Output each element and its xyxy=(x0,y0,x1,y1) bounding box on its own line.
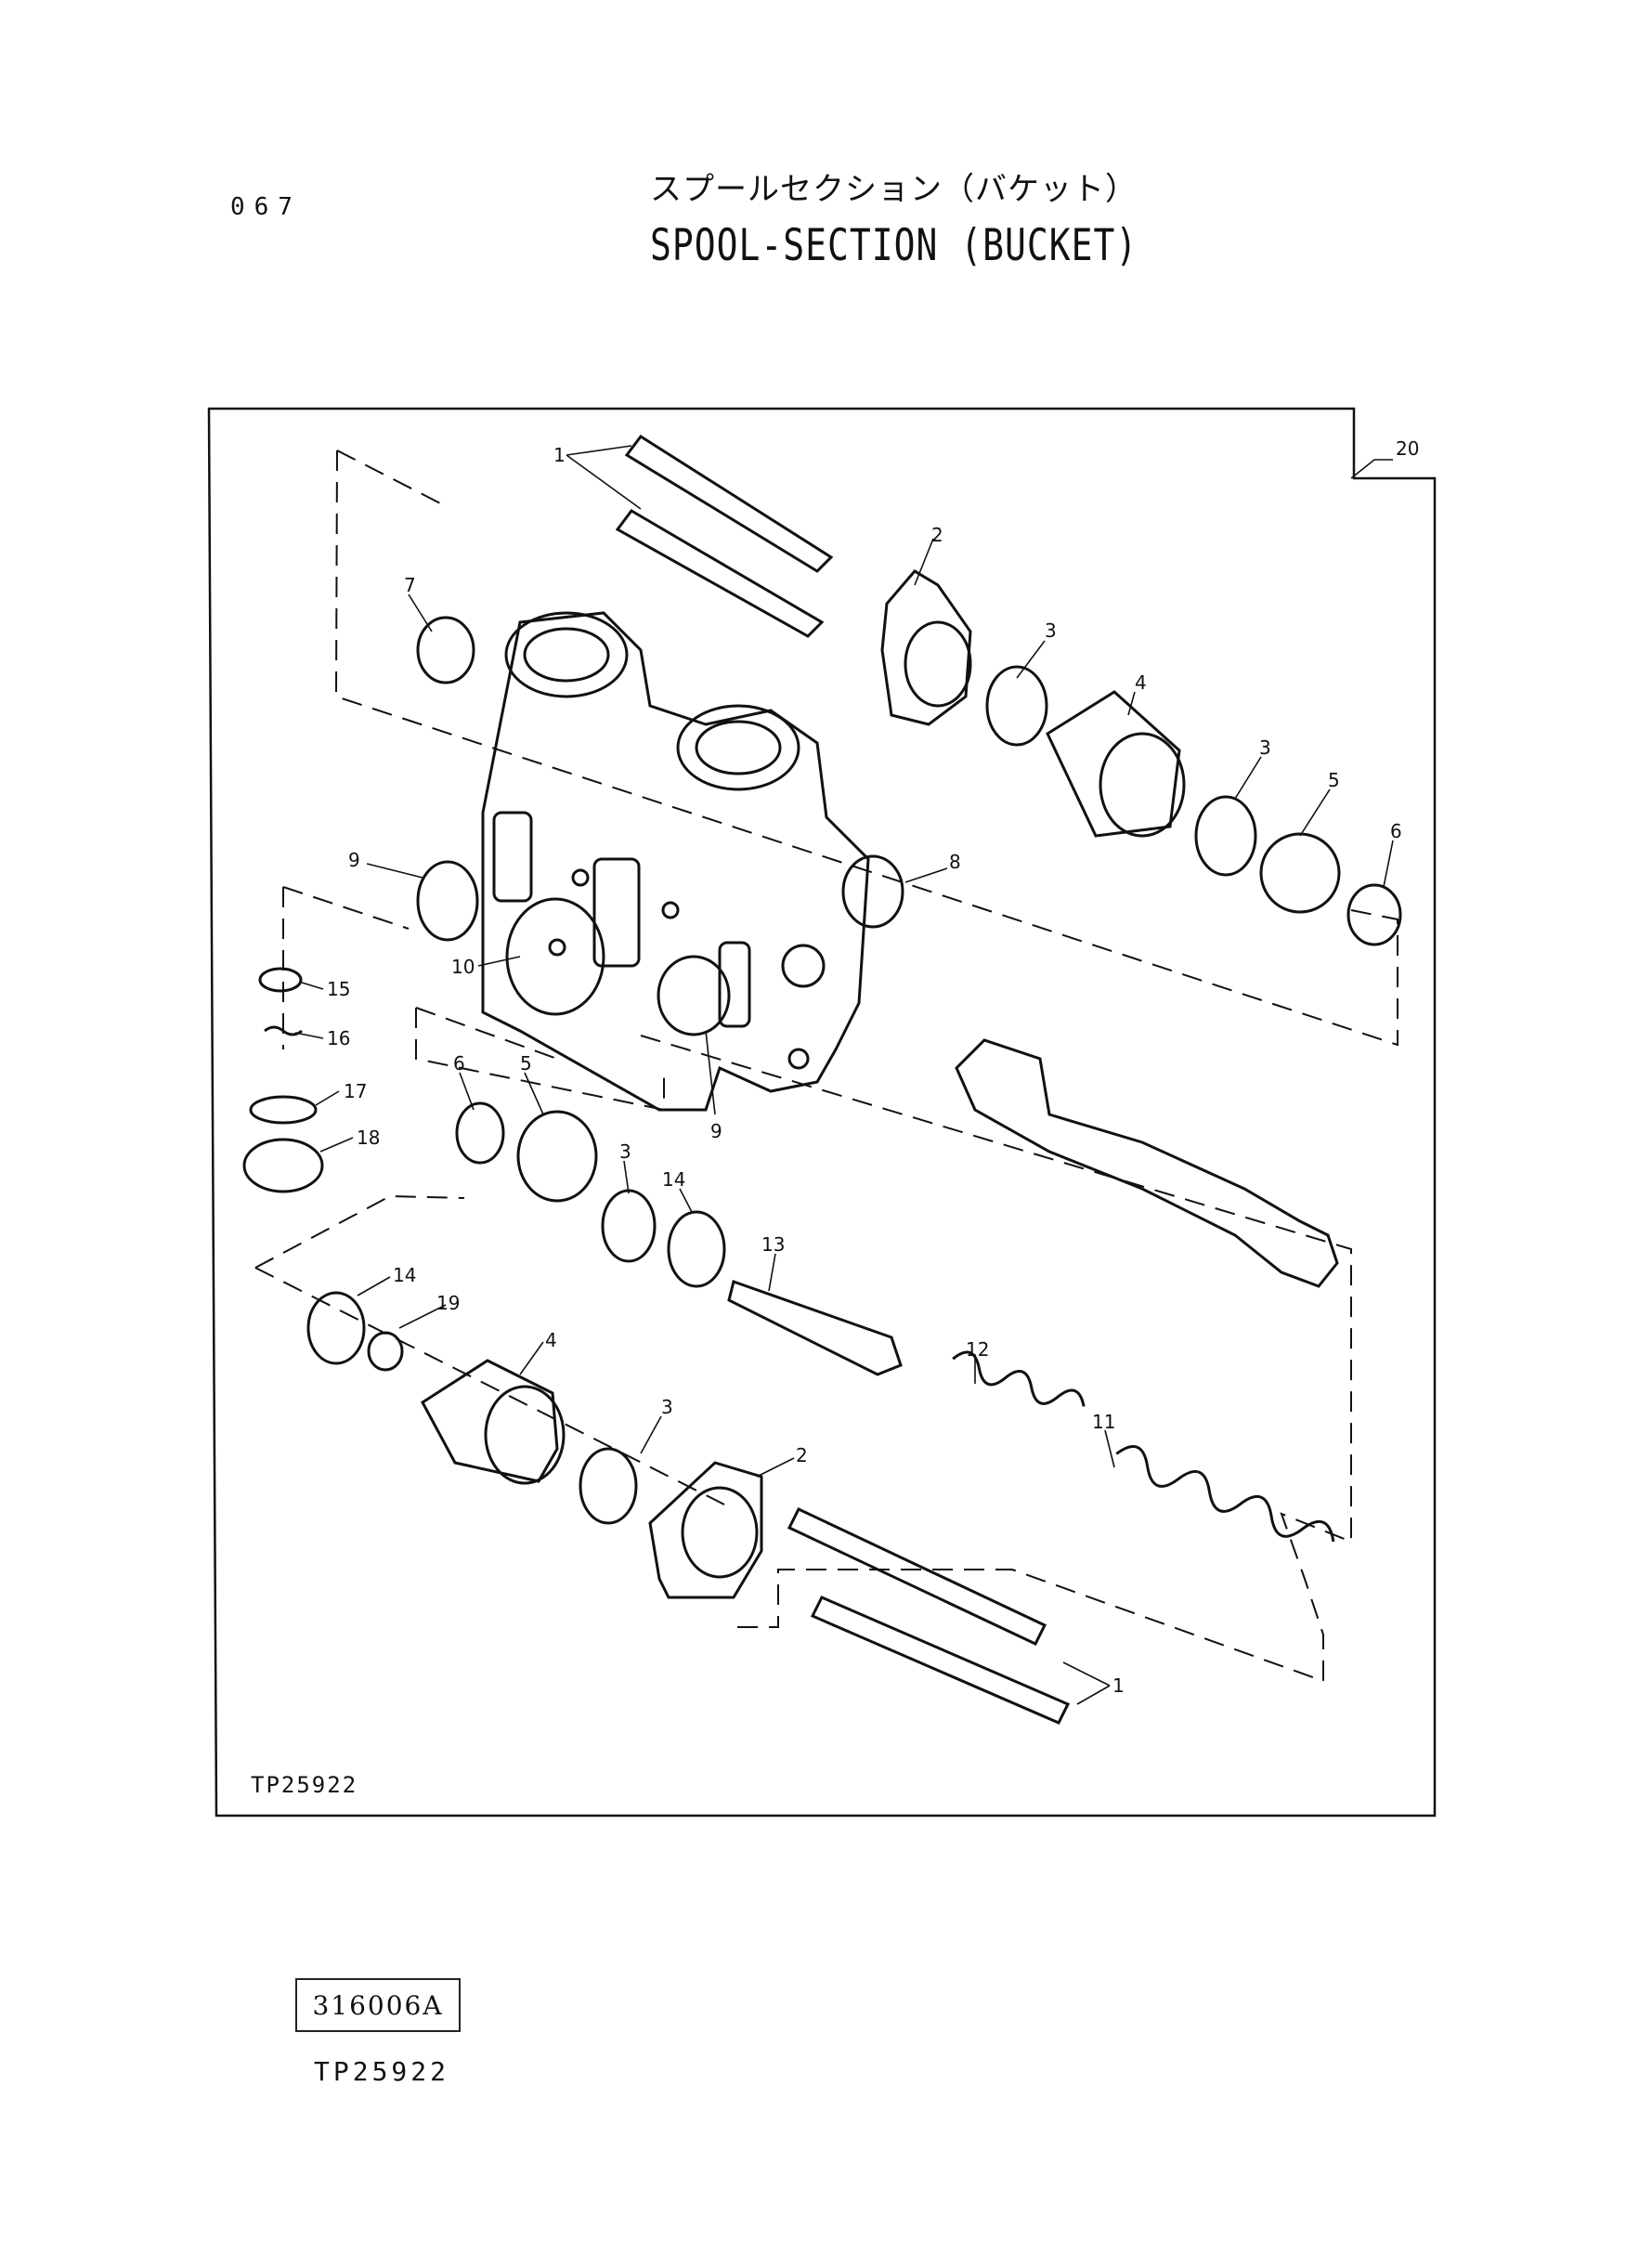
cap-2-upper xyxy=(880,569,972,726)
spring-16 xyxy=(264,1025,303,1036)
page-number: 067 xyxy=(230,193,302,221)
o-ring-17 xyxy=(249,1095,318,1125)
title-japanese: スプールセクション（バケット） xyxy=(650,171,1138,208)
washer-14b xyxy=(306,1291,366,1365)
cap-2-lower xyxy=(648,1461,763,1599)
callout-11: 11 xyxy=(1092,1411,1115,1433)
nut-19 xyxy=(367,1331,404,1372)
diagram-border xyxy=(207,407,1437,1818)
spring-11 xyxy=(1115,1444,1335,1543)
bolt-1d xyxy=(810,1596,1071,1725)
dashed-group-upper xyxy=(334,449,1398,1047)
fitting-7 xyxy=(416,616,475,684)
callout-4a: 4 xyxy=(1135,671,1147,694)
callout-20: 20 xyxy=(1396,437,1419,460)
dashed-group-lower xyxy=(254,1194,725,1505)
callout-7: 7 xyxy=(404,574,416,596)
callout-17: 17 xyxy=(344,1080,367,1102)
o-ring-6b xyxy=(455,1101,505,1165)
callout-4b: 4 xyxy=(545,1329,557,1351)
o-ring-9 xyxy=(416,860,479,942)
callout-3c: 3 xyxy=(619,1140,631,1163)
seal-plate-10 xyxy=(505,897,605,1016)
stem-13 xyxy=(727,1280,903,1376)
bolt-1a xyxy=(624,434,834,573)
callout-2a: 2 xyxy=(931,524,943,546)
plug-15 xyxy=(258,967,303,993)
bolt-1c xyxy=(787,1507,1047,1646)
drawing-number: TP25922 xyxy=(314,2056,450,2087)
callout-16: 16 xyxy=(327,1027,350,1049)
callout-18: 18 xyxy=(357,1127,380,1149)
callout-3d: 3 xyxy=(661,1396,673,1418)
o-ring-3a xyxy=(985,665,1048,747)
o-ring-3b xyxy=(1194,795,1257,877)
callout-8: 8 xyxy=(949,851,961,873)
spool xyxy=(955,1038,1339,1288)
title-english: SPOOL-SECTION (BUCKET) xyxy=(650,219,1138,270)
callout-1a: 1 xyxy=(553,444,566,466)
fitting-5b xyxy=(516,1110,598,1203)
sleeve-4-lower xyxy=(421,1359,559,1483)
part-code-box: 316006A xyxy=(295,1978,461,2032)
callout-6a: 6 xyxy=(1390,820,1402,842)
callout-15: 15 xyxy=(327,978,350,1000)
callout-14b: 14 xyxy=(393,1264,416,1286)
o-ring-9b xyxy=(657,955,731,1036)
sleeve-4-upper xyxy=(1046,690,1181,838)
spring-12 xyxy=(952,1350,1086,1407)
callout-1b: 1 xyxy=(1112,1674,1125,1697)
valve-body xyxy=(481,611,870,1112)
callout-9b: 9 xyxy=(710,1120,722,1142)
callout-13: 13 xyxy=(761,1233,785,1256)
callout-14a: 14 xyxy=(662,1168,685,1191)
fitting-8 xyxy=(841,854,904,929)
callout-5b: 5 xyxy=(520,1052,532,1075)
callout-labels: 1 2 3 4 3 5 6 7 8 9 10 9 15 16 17 18 6 5… xyxy=(327,437,1419,1697)
callout-5a: 5 xyxy=(1328,769,1340,791)
callout-12: 12 xyxy=(966,1338,989,1361)
callout-2b: 2 xyxy=(796,1444,808,1466)
o-ring-6a xyxy=(1346,883,1402,946)
callout-19: 19 xyxy=(436,1292,460,1314)
callout-9a: 9 xyxy=(348,849,360,871)
dashed-group-upper-top xyxy=(336,449,447,507)
o-ring-3d xyxy=(579,1447,638,1525)
o-ring-3c xyxy=(601,1189,657,1263)
dashed-group-spool xyxy=(640,1035,1352,1683)
part-code: 316006A xyxy=(312,1989,444,2021)
callout-3b: 3 xyxy=(1259,736,1271,759)
figure-id: TP25922 xyxy=(251,1772,358,1798)
bolt-1b xyxy=(615,509,825,638)
callout-3a: 3 xyxy=(1045,619,1057,642)
callout-6b: 6 xyxy=(453,1052,465,1075)
fitting-5a xyxy=(1259,832,1341,914)
washer-14a xyxy=(667,1210,726,1288)
callout-10: 10 xyxy=(451,956,475,978)
plug-18 xyxy=(242,1138,324,1193)
